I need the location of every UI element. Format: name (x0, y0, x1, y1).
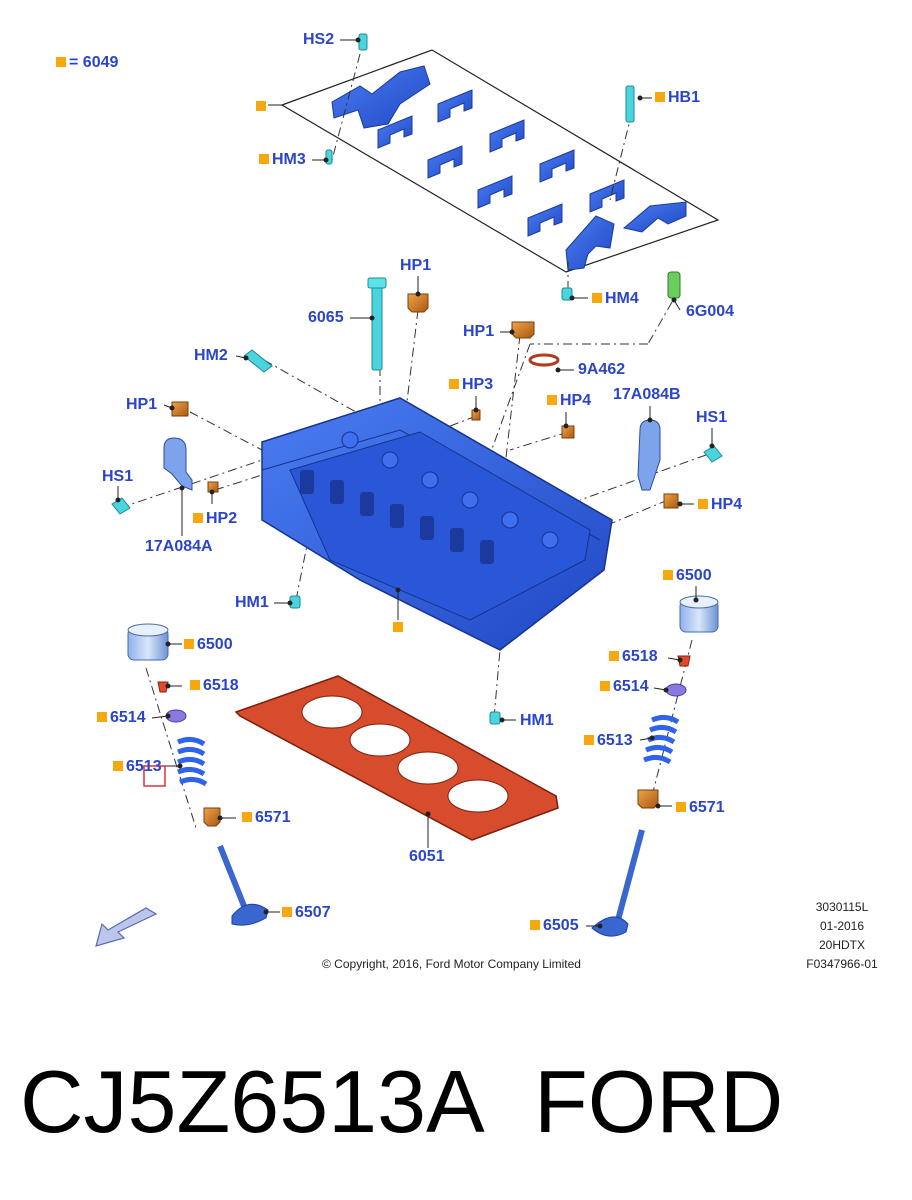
label-9a462: 9A462 (578, 361, 626, 378)
figure-code: 3030115L (815, 900, 869, 914)
camshaft-cap-group (268, 49, 720, 273)
legend-text: = 6049 (69, 54, 119, 71)
label-17a084a: 17A084A (145, 538, 213, 555)
tag-square-icon (655, 92, 665, 102)
figure-date: 01-2016 (819, 919, 865, 933)
highlight-box-icon (143, 765, 166, 787)
head-gasket (234, 675, 559, 841)
label-leaders (115, 37, 715, 929)
tag-square-icon (256, 101, 266, 111)
label-hb1: HB1 (655, 89, 700, 107)
tag-square-icon (676, 802, 686, 812)
label-6513-left: 6513 (113, 758, 162, 776)
label-6514-right: 6514 (600, 678, 649, 696)
label-hs1-left: HS1 (102, 468, 134, 485)
tag-square-icon (97, 712, 107, 722)
label-hs1-right: HS1 (696, 409, 728, 426)
arrow-icon (95, 907, 158, 947)
tag-square-icon (530, 920, 540, 930)
right-valve-stack (591, 595, 719, 937)
label-hp1-mid: HP1 (463, 323, 495, 340)
label-6500-right: 6500 (663, 567, 712, 585)
label-6571-right: 6571 (676, 799, 725, 817)
tag-square-icon (259, 154, 269, 164)
label-6513-right: 6513 (584, 732, 633, 750)
label-6518-left: 6518 (190, 677, 239, 695)
expansion-plugs (171, 293, 679, 509)
legend: = 6049 (56, 54, 118, 72)
figure-id: F0347966-01 (806, 957, 878, 971)
tag-square-icon (56, 57, 66, 67)
fasteners (111, 33, 723, 725)
label-hm1-left: HM1 (235, 594, 269, 611)
copyright-notice: © Copyright, 2016, Ford Motor Company Li… (322, 957, 581, 971)
label-6505: 6505 (530, 917, 579, 935)
tag-square-icon (393, 622, 403, 632)
tag-square-icon (609, 651, 619, 661)
label-hp4-top: HP4 (547, 392, 591, 410)
brand-name: FORD (534, 1052, 784, 1151)
label-6051: 6051 (409, 848, 445, 865)
label-6500-left: 6500 (184, 636, 233, 654)
label-hm4: HM4 (592, 290, 639, 308)
label-6571-left: 6571 (242, 809, 291, 827)
tag-square-icon (547, 395, 557, 405)
tag-square-icon (584, 735, 594, 745)
label-hp2: HP2 (193, 510, 237, 528)
label-hm2: HM2 (194, 347, 228, 364)
tag-square-icon (113, 761, 123, 771)
part-number: CJ5Z6513A (20, 1052, 485, 1151)
label-6518-right: 6518 (609, 648, 658, 666)
tag-square-icon (449, 379, 459, 389)
label-6065: 6065 (308, 309, 344, 326)
lifting-brackets (163, 419, 661, 491)
cylinder-head (261, 397, 613, 651)
label-6507: 6507 (282, 904, 331, 922)
tag-square-icon (663, 570, 673, 580)
tag-square-icon (242, 812, 252, 822)
label-hm1-bottom: HM1 (520, 712, 554, 729)
figure-engine: 20HDTX (818, 938, 865, 952)
tag-square-icon (282, 907, 292, 917)
label-hs2: HS2 (303, 31, 335, 48)
label-6514-left: 6514 (97, 709, 146, 727)
tag-square-icon (184, 639, 194, 649)
tag-square-icon (190, 680, 200, 690)
label-hp4-right: HP4 (698, 496, 742, 514)
left-valve-stack (127, 623, 269, 926)
tag-square-icon (193, 513, 203, 523)
tag-square-icon (592, 293, 602, 303)
label-17a084b: 17A084B (613, 386, 681, 403)
tag-square-icon (698, 499, 708, 509)
label-hp1-top: HP1 (400, 257, 432, 274)
label-hp1-left: HP1 (126, 396, 158, 413)
engine-head-exploded-diagram (95, 33, 723, 947)
label-hm3: HM3 (259, 151, 306, 169)
label-6g004: 6G004 (686, 303, 735, 320)
label-hp3: HP3 (449, 376, 493, 394)
tag-square-icon (600, 681, 610, 691)
